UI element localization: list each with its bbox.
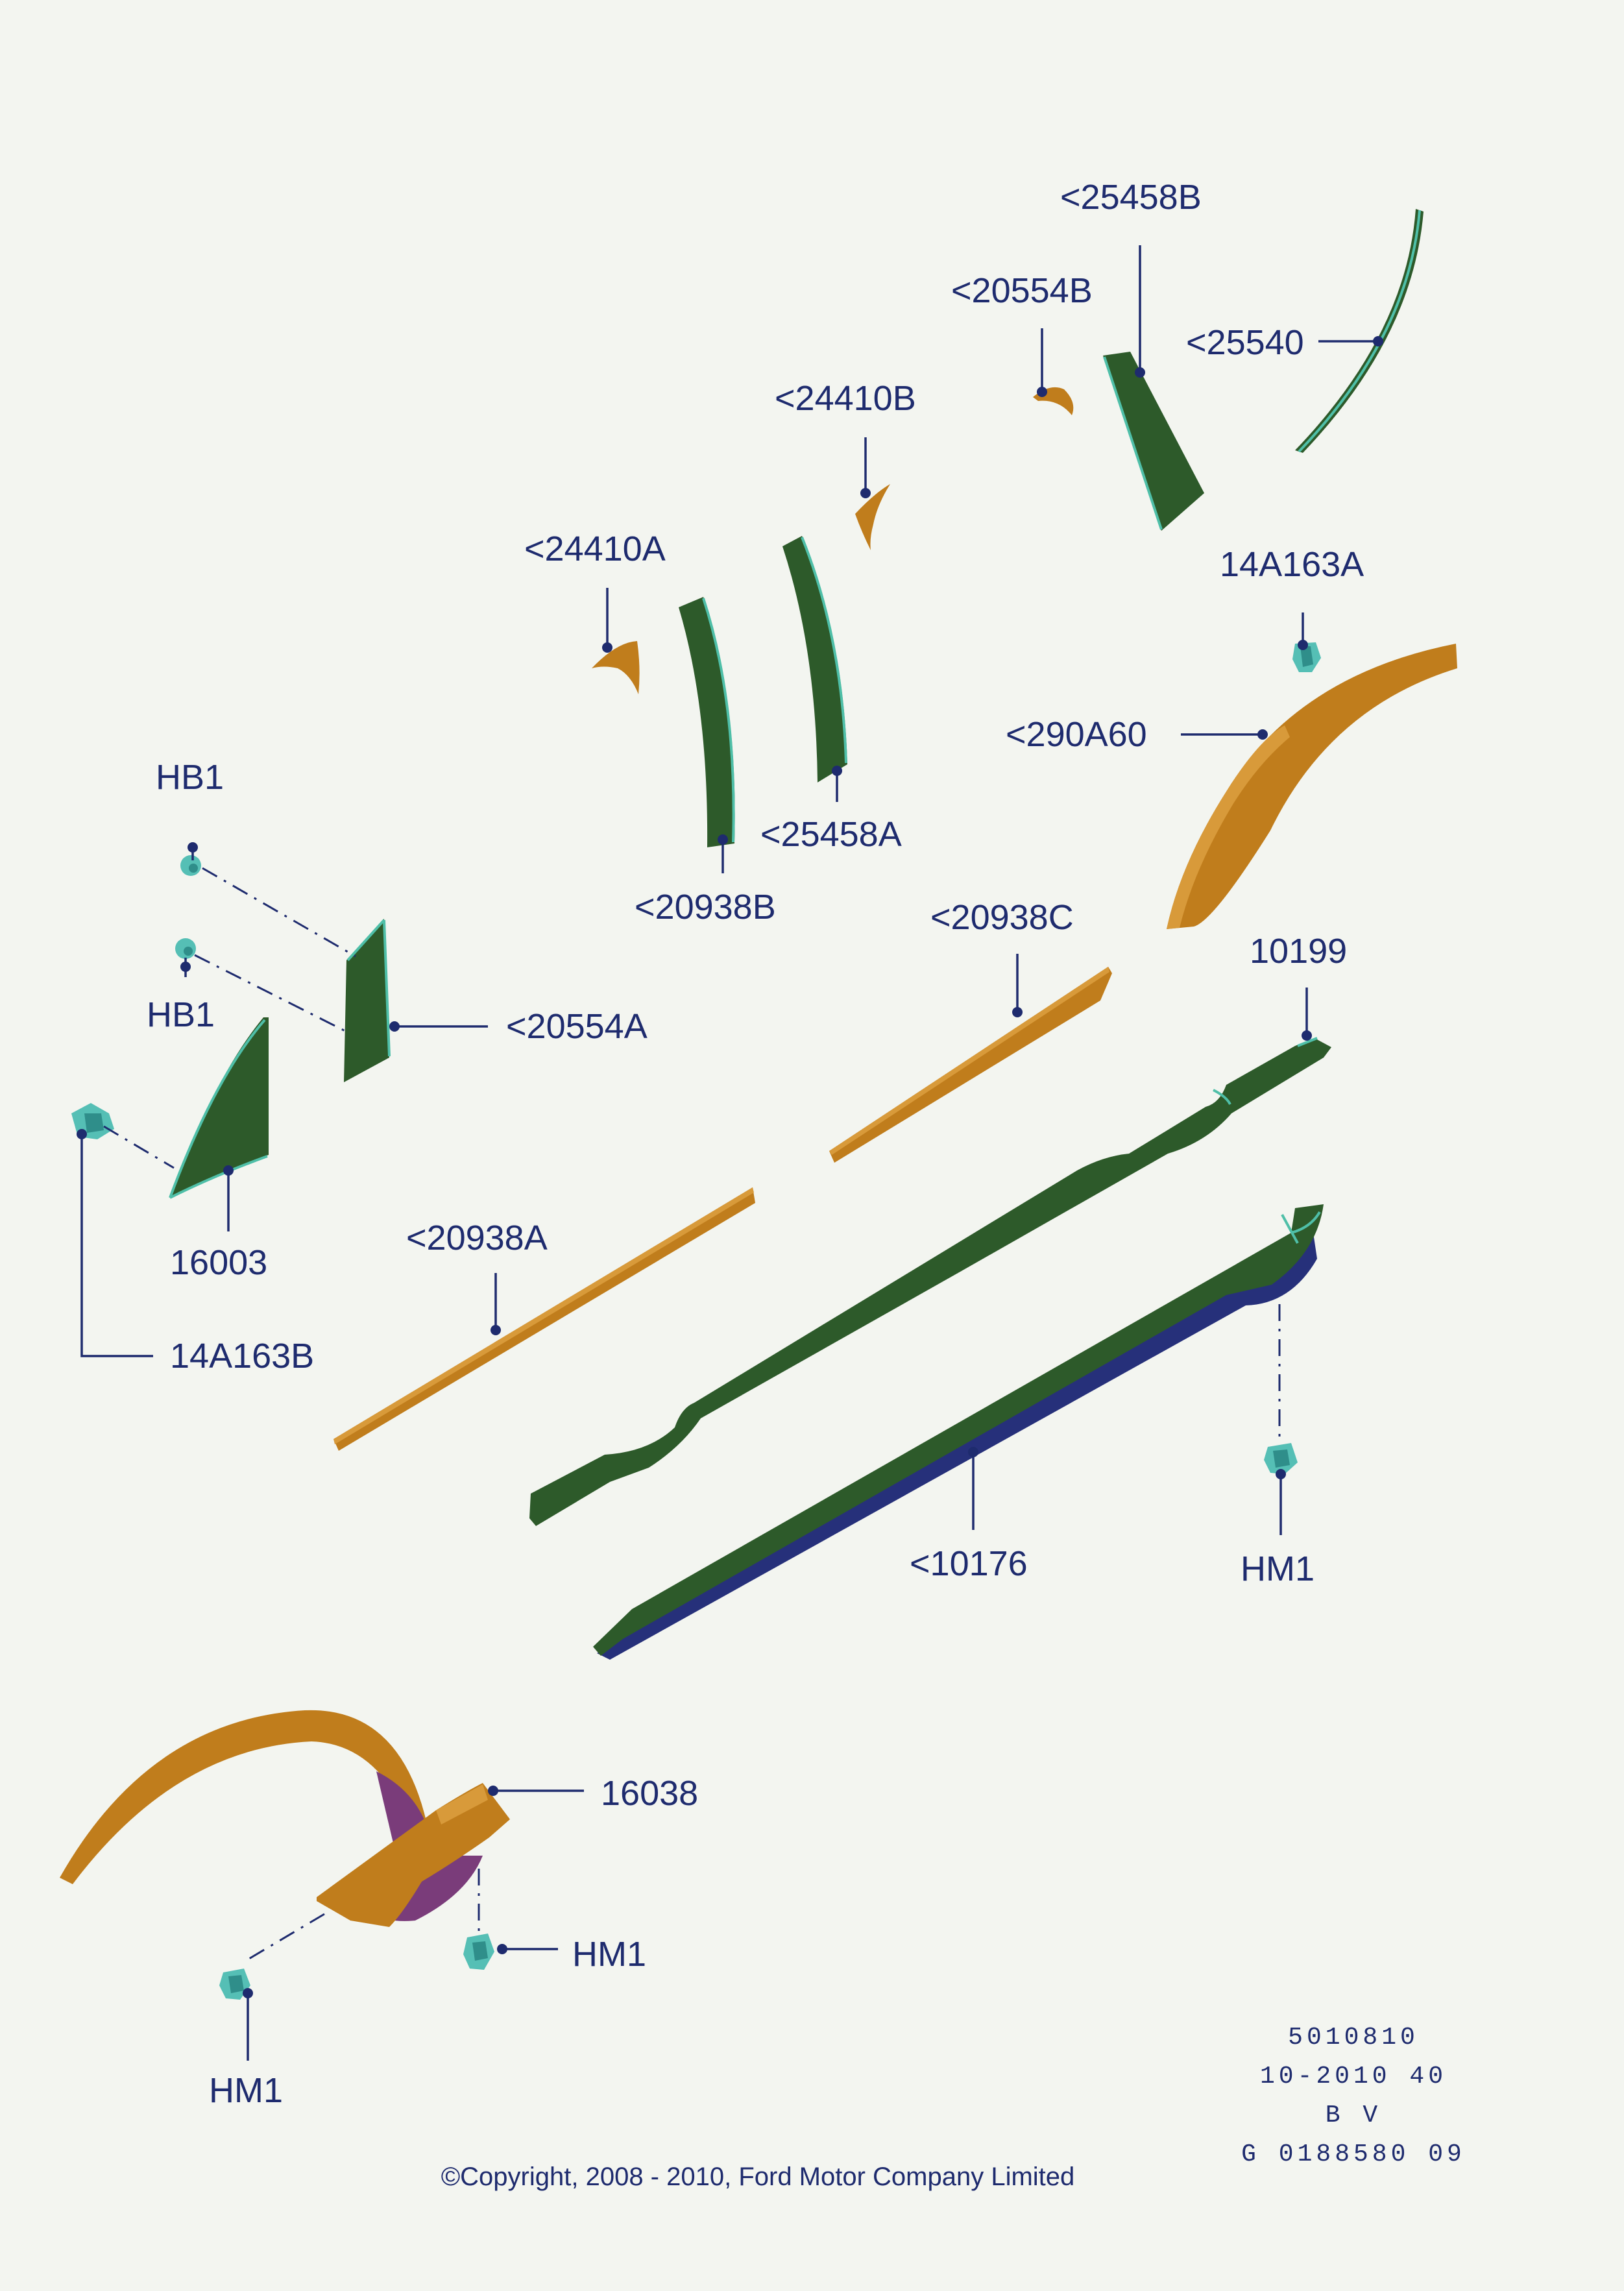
part-HB1-lower: [175, 938, 196, 959]
part-24410B: [855, 484, 890, 550]
part-10199: [529, 1037, 1331, 1526]
copyright-notice: ©Copyright, 2008 - 2010, Ford Motor Comp…: [441, 2163, 1075, 2191]
label-14A163B: 14A163B: [170, 1337, 314, 1376]
part-25458A: [782, 536, 847, 782]
drawing-stamp: 5010810 10-2010 40 B V G 0188580 09: [1241, 2024, 1466, 2168]
label-20938B: <20938B: [635, 888, 776, 927]
part-24410A: [592, 641, 640, 694]
label-16003: 16003: [170, 1243, 267, 1282]
label-HB1-upper: HB1: [156, 758, 224, 797]
part-16003: [169, 1017, 269, 1199]
part-14A163A: [1292, 642, 1321, 672]
part-20938C: [829, 967, 1112, 1163]
part-HM1-right: [1264, 1443, 1298, 1474]
part-HM1-middle: [463, 1933, 494, 1970]
stamp-line-4: G 0188580 09: [1241, 2140, 1466, 2168]
label-16038: 16038: [601, 1774, 698, 1813]
label-24410A: <24410A: [524, 529, 666, 568]
stamp-line-3: B V: [1326, 2102, 1381, 2129]
part-10176: [593, 1204, 1324, 1660]
label-20938C: <20938C: [930, 898, 1074, 937]
part-20554A: [344, 919, 391, 1082]
part-290A60: [1167, 644, 1457, 929]
label-HM1-left: HM1: [209, 2071, 283, 2110]
label-25458B: <25458B: [1060, 178, 1202, 217]
stamp-line-1: 5010810: [1288, 2024, 1419, 2052]
label-290A60: <290A60: [1006, 715, 1147, 754]
label-25458A: <25458A: [760, 815, 902, 854]
label-HM1-middle: HM1: [572, 1935, 646, 1974]
part-20938A: [333, 1187, 755, 1451]
label-10176: <10176: [910, 1544, 1028, 1583]
label-20554A: <20554A: [506, 1007, 648, 1046]
part-25458B: [1103, 352, 1204, 531]
label-25540: <25540: [1186, 323, 1304, 362]
part-HB1-upper: [180, 855, 201, 876]
label-20938A: <20938A: [406, 1218, 548, 1257]
part-HM1-left: [219, 1969, 250, 2000]
part-16038: [60, 1710, 510, 1927]
part-20938B: [679, 597, 735, 847]
label-24410B: <24410B: [775, 379, 916, 418]
label-14A163A: 14A163A: [1220, 545, 1364, 584]
label-HM1-right: HM1: [1241, 1549, 1315, 1588]
label-HB1-lower: HB1: [147, 995, 215, 1034]
label-10199: 10199: [1250, 932, 1347, 971]
callout-lines: [77, 245, 1383, 2061]
stamp-line-2: 10-2010 40: [1260, 2063, 1447, 2091]
label-20554B: <20554B: [951, 271, 1093, 310]
part-25540: [1295, 209, 1424, 453]
